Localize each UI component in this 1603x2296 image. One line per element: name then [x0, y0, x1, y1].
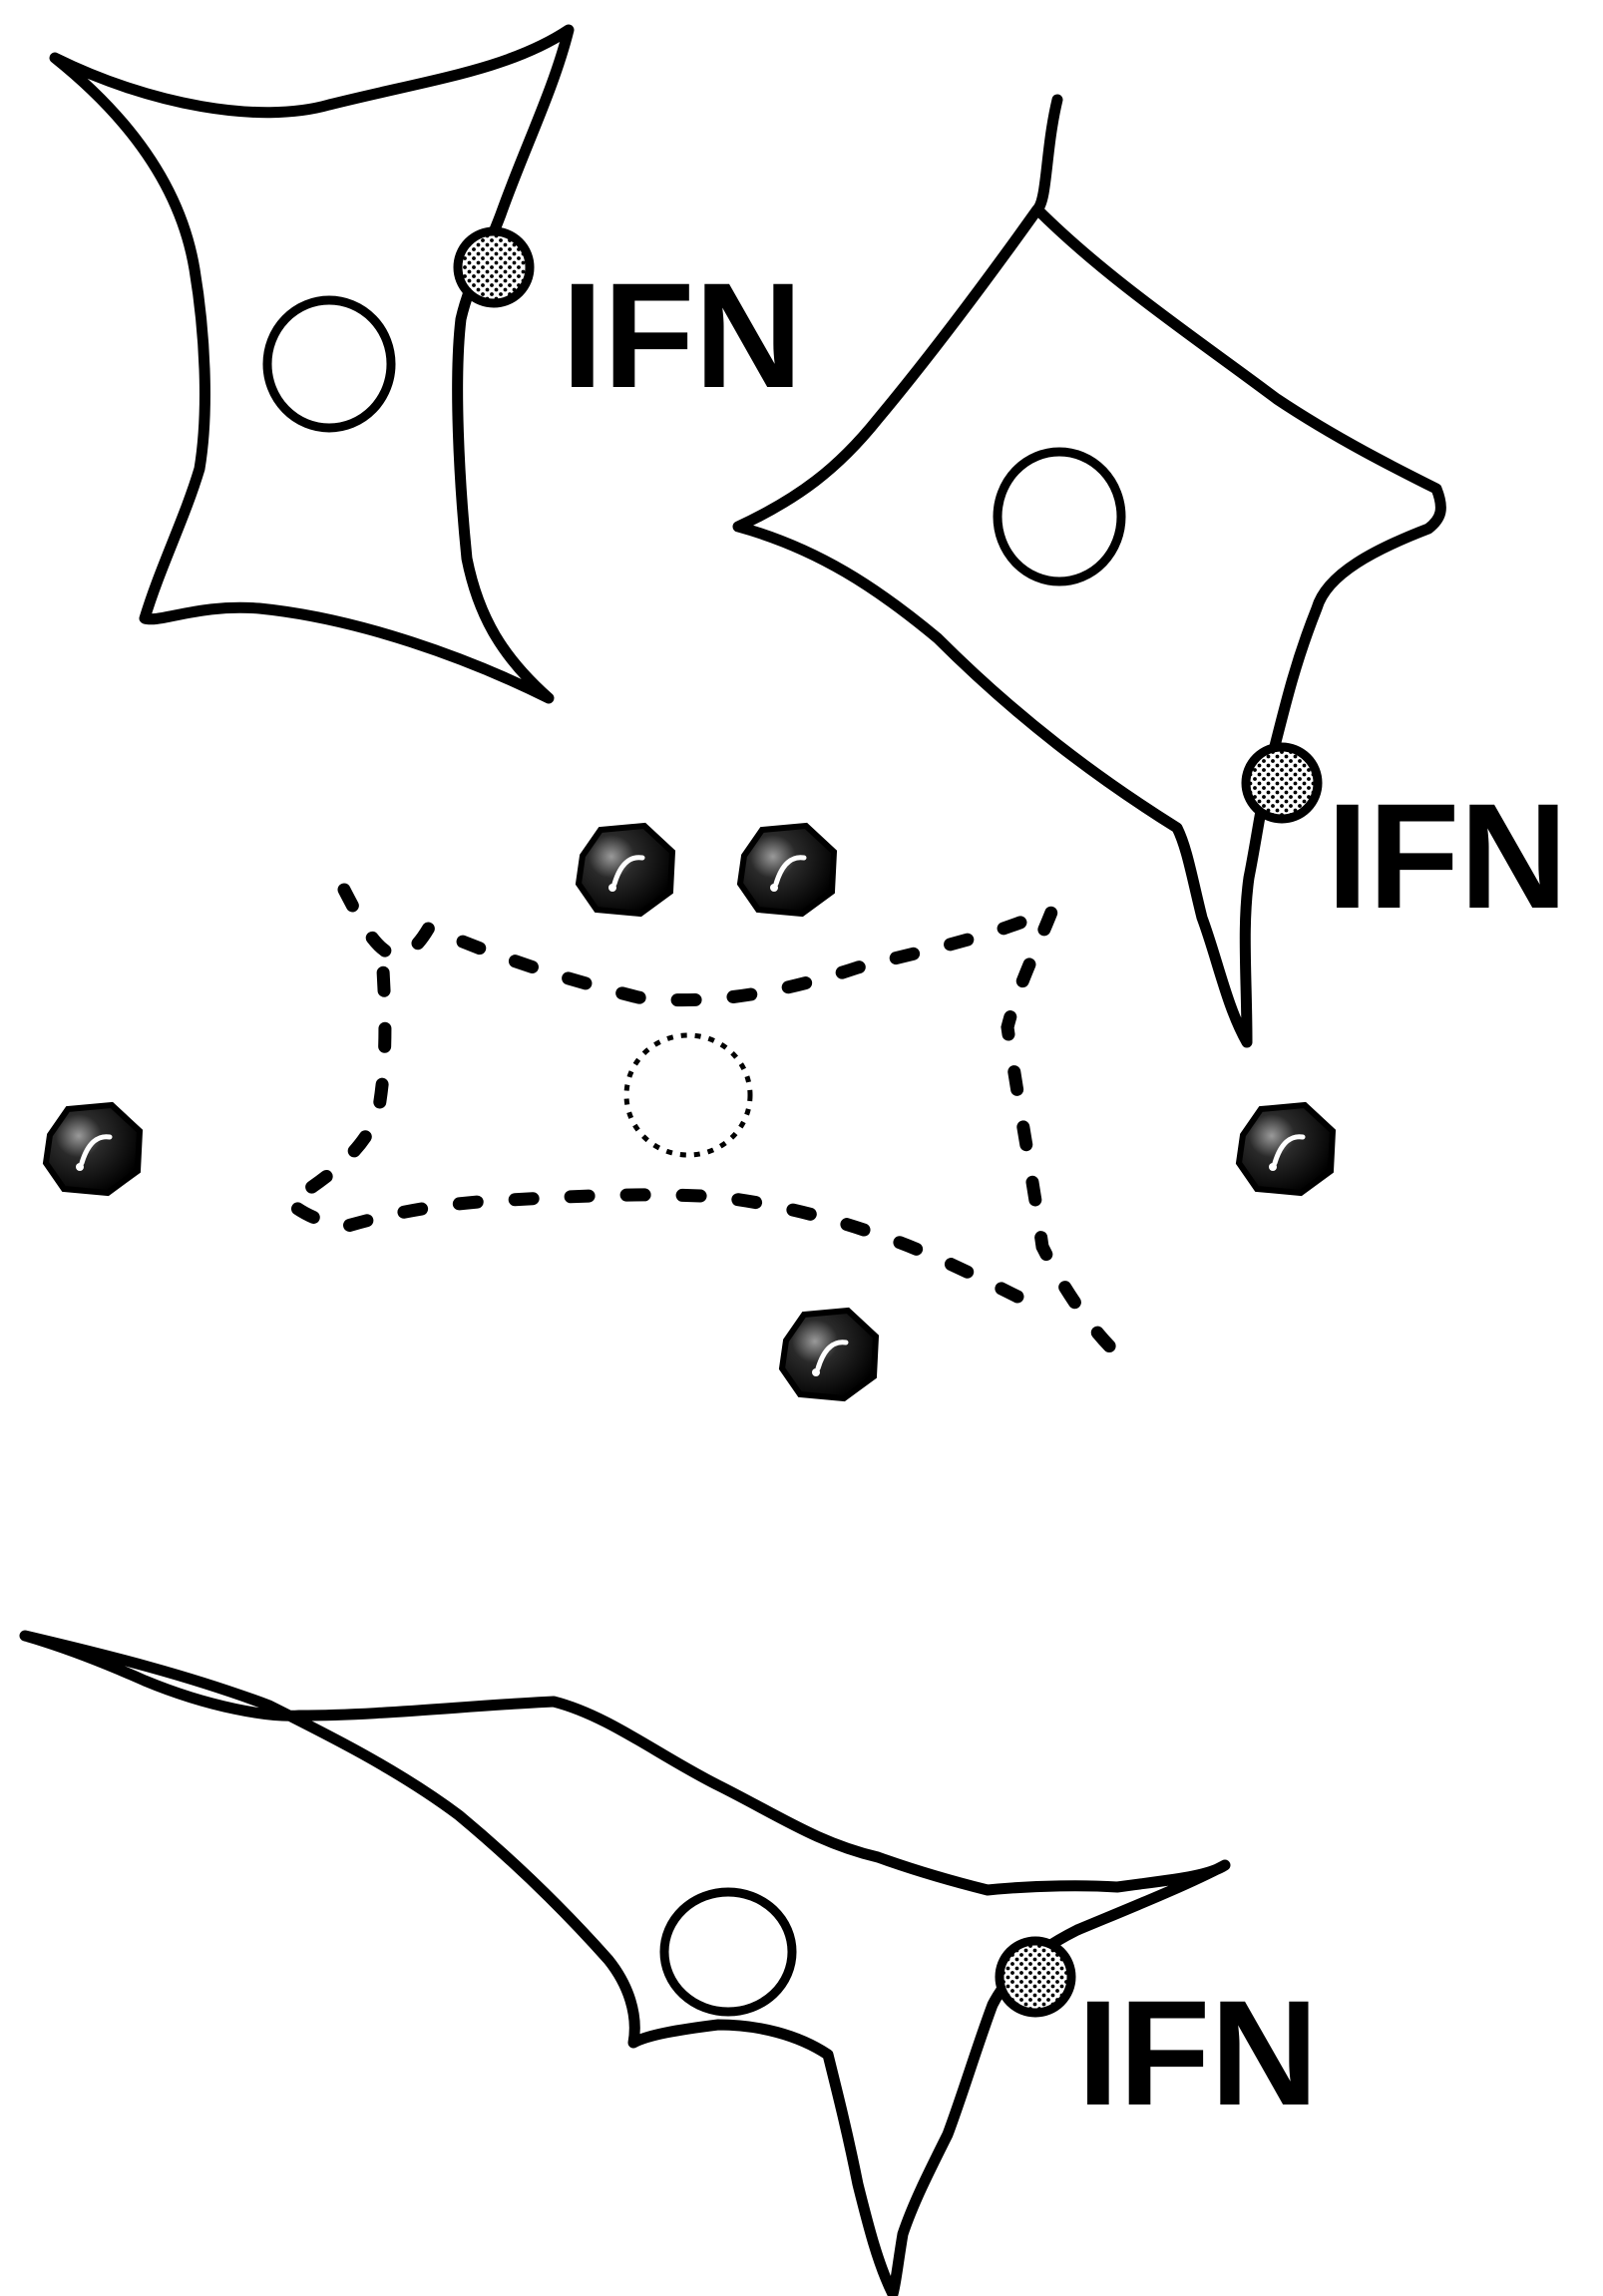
ifn-label-1: IFN	[562, 251, 803, 419]
dying-cell-outline	[289, 890, 1122, 1358]
particle-3-icon	[46, 1105, 140, 1193]
particle-1-icon	[579, 826, 672, 914]
ifn-label-2: IFN	[1327, 772, 1568, 940]
cell-top-right: IFN	[738, 100, 1568, 1042]
dying-cell-nucleus	[626, 1035, 750, 1155]
cell-bottom: IFN	[25, 1636, 1319, 2294]
cell-top-left-outline	[55, 30, 569, 698]
dying-cell	[289, 890, 1122, 1358]
particle-5-icon	[782, 1311, 876, 1398]
particle-2-icon	[740, 826, 834, 914]
particle-4-icon	[1239, 1105, 1333, 1193]
cell-bottom-nucleus	[664, 1892, 792, 2012]
particles	[46, 826, 1333, 1398]
ifn-marker-1-icon	[458, 231, 530, 303]
cell-top-left-nucleus	[267, 300, 391, 428]
cell-top-left: IFN	[55, 30, 803, 698]
ifn-marker-2-icon	[1246, 747, 1318, 819]
cell-top-right-nucleus	[998, 452, 1121, 581]
ifn-label-3: IFN	[1077, 1969, 1319, 2136]
ifn-marker-3-icon	[1000, 1941, 1071, 2013]
